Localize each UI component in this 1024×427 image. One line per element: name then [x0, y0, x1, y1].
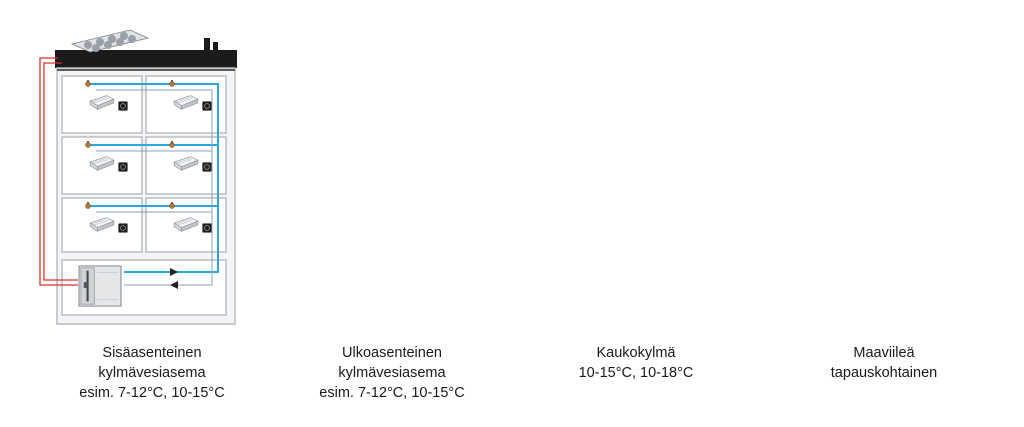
building-indoor-chiller	[39, 29, 237, 325]
caption-line: tapauskohtainen	[830, 365, 938, 381]
caption-indoor-chiller: Sisäasenteinen kylmävesiasema esim. 7-12…	[42, 343, 262, 403]
chimney	[204, 38, 210, 52]
caption-line: Kaukokylmä	[596, 345, 676, 361]
caption-line: kylmävesiasema	[338, 365, 446, 381]
caption-district-cooling: Kaukokylmä 10-15°C, 10-18°C	[526, 343, 746, 383]
caption-line: esim. 7-12°C, 10-15°C	[319, 385, 465, 401]
caption-line: Sisäasenteinen	[102, 345, 202, 361]
caption-outdoor-chiller: Ulkoasenteinen kylmävesiasema esim. 7-12…	[282, 343, 502, 403]
caption-ground-cooling: Maaviileä tapauskohtainen	[774, 343, 994, 383]
caption-line: Maaviileä	[853, 345, 915, 361]
caption-line: esim. 7-12°C, 10-15°C	[79, 385, 225, 401]
caption-line: Ulkoasenteinen	[342, 345, 442, 361]
roof	[55, 50, 237, 68]
indoor-chiller-unit	[78, 265, 122, 307]
caption-line: 10-15°C, 10-18°C	[578, 365, 694, 381]
chimney	[213, 42, 218, 52]
caption-line: kylmävesiasema	[98, 365, 206, 381]
return-pipes	[96, 89, 213, 286]
condenser-unit	[70, 29, 150, 53]
